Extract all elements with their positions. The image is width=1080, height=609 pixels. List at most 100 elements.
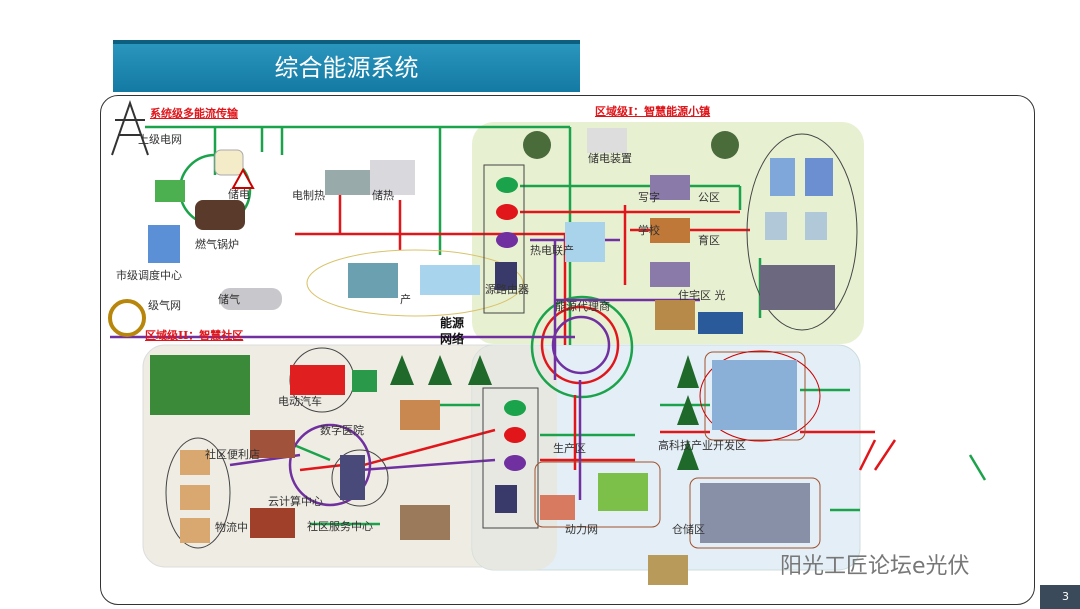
service-center-label: 社区服务中心 — [307, 520, 373, 533]
shop-icon — [648, 555, 688, 585]
tree-icon — [677, 395, 699, 425]
office-building-icon — [650, 175, 690, 200]
apartment-icon — [180, 450, 210, 475]
hospital-label: 数字医院 — [320, 424, 364, 437]
apartment-icon — [180, 485, 210, 510]
energy-router-label: 源路由器 — [485, 283, 529, 296]
storage-device-icon — [587, 128, 627, 153]
warehouse-icon — [700, 483, 810, 543]
tree-icon — [677, 440, 699, 470]
battery-icon — [214, 149, 244, 176]
watermark: 阳光工匠论坛e光伏 — [780, 554, 970, 579]
cloud-server-icon — [340, 455, 365, 500]
residential-label: 住宅区 光 — [678, 289, 726, 302]
region-2-heading: 区域级II：智慧社区 — [145, 329, 244, 342]
heat-node-icon — [504, 427, 526, 443]
electric-heater-icon — [325, 170, 370, 195]
energy-station-icon — [420, 265, 480, 295]
solar-farm-icon — [698, 312, 743, 334]
park-icon — [150, 355, 250, 415]
gas-boiler-icon — [195, 200, 245, 230]
houses-icon — [760, 265, 835, 310]
gas-lines — [110, 238, 700, 507]
production-area-label: 生产区 — [553, 442, 586, 455]
energy-agent-label: 能源代理商 — [555, 300, 610, 313]
page-corner — [1040, 585, 1080, 609]
school-label: 学校 — [638, 224, 660, 237]
chp-icon — [565, 222, 605, 262]
building-icons — [108, 99, 835, 585]
charging-icon — [352, 370, 377, 392]
residential-building-icon — [650, 262, 690, 287]
cloud-label: 云计算中心 — [268, 495, 323, 508]
chp-label: 热电联产 — [530, 244, 574, 257]
tower-icon — [765, 212, 787, 240]
page-number: 3 — [1062, 590, 1069, 603]
factory-icon — [712, 360, 797, 430]
ev-label: 电动汽车 — [278, 395, 322, 408]
logistics-icon — [250, 508, 295, 538]
power-station-label: 动力网 — [565, 523, 598, 536]
router-icon — [495, 262, 517, 290]
tree-icon — [677, 355, 699, 388]
store-icon — [250, 430, 295, 458]
school-building-icon — [650, 218, 690, 243]
hitech-label: 高科技产业开发区 — [658, 439, 746, 452]
system-level-heading: 系统级多能流传输 — [150, 107, 238, 120]
diagram-frame — [100, 95, 1035, 605]
heat-node-icon — [496, 204, 518, 220]
tree-icon — [523, 131, 551, 159]
skyscraper-icon — [805, 158, 833, 196]
region-1-heading: 区域级I：智慧能源小镇 — [595, 105, 711, 118]
gas-boiler-label: 燃气锅炉 — [195, 238, 239, 251]
city-dispatch-label: 市级调度中心 — [116, 269, 182, 282]
tree-icon — [428, 355, 452, 385]
storage-device-label: 储电装置 — [588, 152, 632, 165]
energy-carrier-nodes — [496, 177, 526, 471]
title-bar — [113, 40, 580, 92]
ev-cars-icon — [290, 365, 345, 395]
electric-node-icon — [496, 177, 518, 193]
shop-icon — [655, 300, 695, 330]
network-label-2: 网络 — [440, 332, 465, 346]
power-plant-icon — [348, 263, 398, 298]
power-station-icon — [540, 495, 575, 520]
page-title: 综合能源系统 — [274, 54, 419, 82]
gas-node-icon — [504, 455, 526, 471]
electric-node-icon — [504, 400, 526, 416]
warehouse-label: 仓储区 — [672, 523, 705, 536]
tree-icon — [390, 355, 414, 385]
skyscraper-icon — [770, 158, 795, 196]
school-area-label: 育区 — [698, 234, 720, 247]
production-label: 产 — [400, 293, 411, 306]
router-icon — [495, 485, 517, 513]
gas-network-icon — [108, 299, 146, 337]
upper-gas-label: 级气网 — [148, 299, 181, 312]
tree-icon — [468, 355, 492, 385]
tree-icon — [711, 131, 739, 159]
gas-tank-icon — [220, 288, 282, 310]
tower-icon — [805, 212, 827, 240]
dispatch-building-icon — [148, 225, 180, 263]
store-label: 社区便利店 — [205, 448, 260, 461]
upper-grid-label: 上级电网 — [138, 133, 182, 146]
office-label: 写字 — [638, 191, 660, 204]
transmission-tower-icon — [111, 99, 149, 156]
group-outlines — [165, 133, 858, 549]
warning-icon — [231, 167, 255, 189]
storage-elec-label: 储电 — [228, 188, 250, 201]
gas-node-icon — [496, 232, 518, 248]
heat-storage-icon — [370, 160, 415, 195]
storage-heat-label: 储热 — [372, 189, 394, 202]
storage-gas-label: 储气 — [218, 293, 240, 306]
electric-heating-label: 电制热 — [292, 189, 325, 202]
solar-panel-icon — [155, 180, 185, 202]
apartment-icon — [180, 518, 210, 543]
logistics-label: 物流中 — [215, 521, 248, 534]
area-outlines — [534, 350, 821, 549]
network-label-1: 能源 — [440, 316, 465, 330]
service-center-icon — [400, 505, 450, 540]
hospital-building-icon — [400, 400, 440, 430]
boiler-icon — [598, 473, 648, 511]
